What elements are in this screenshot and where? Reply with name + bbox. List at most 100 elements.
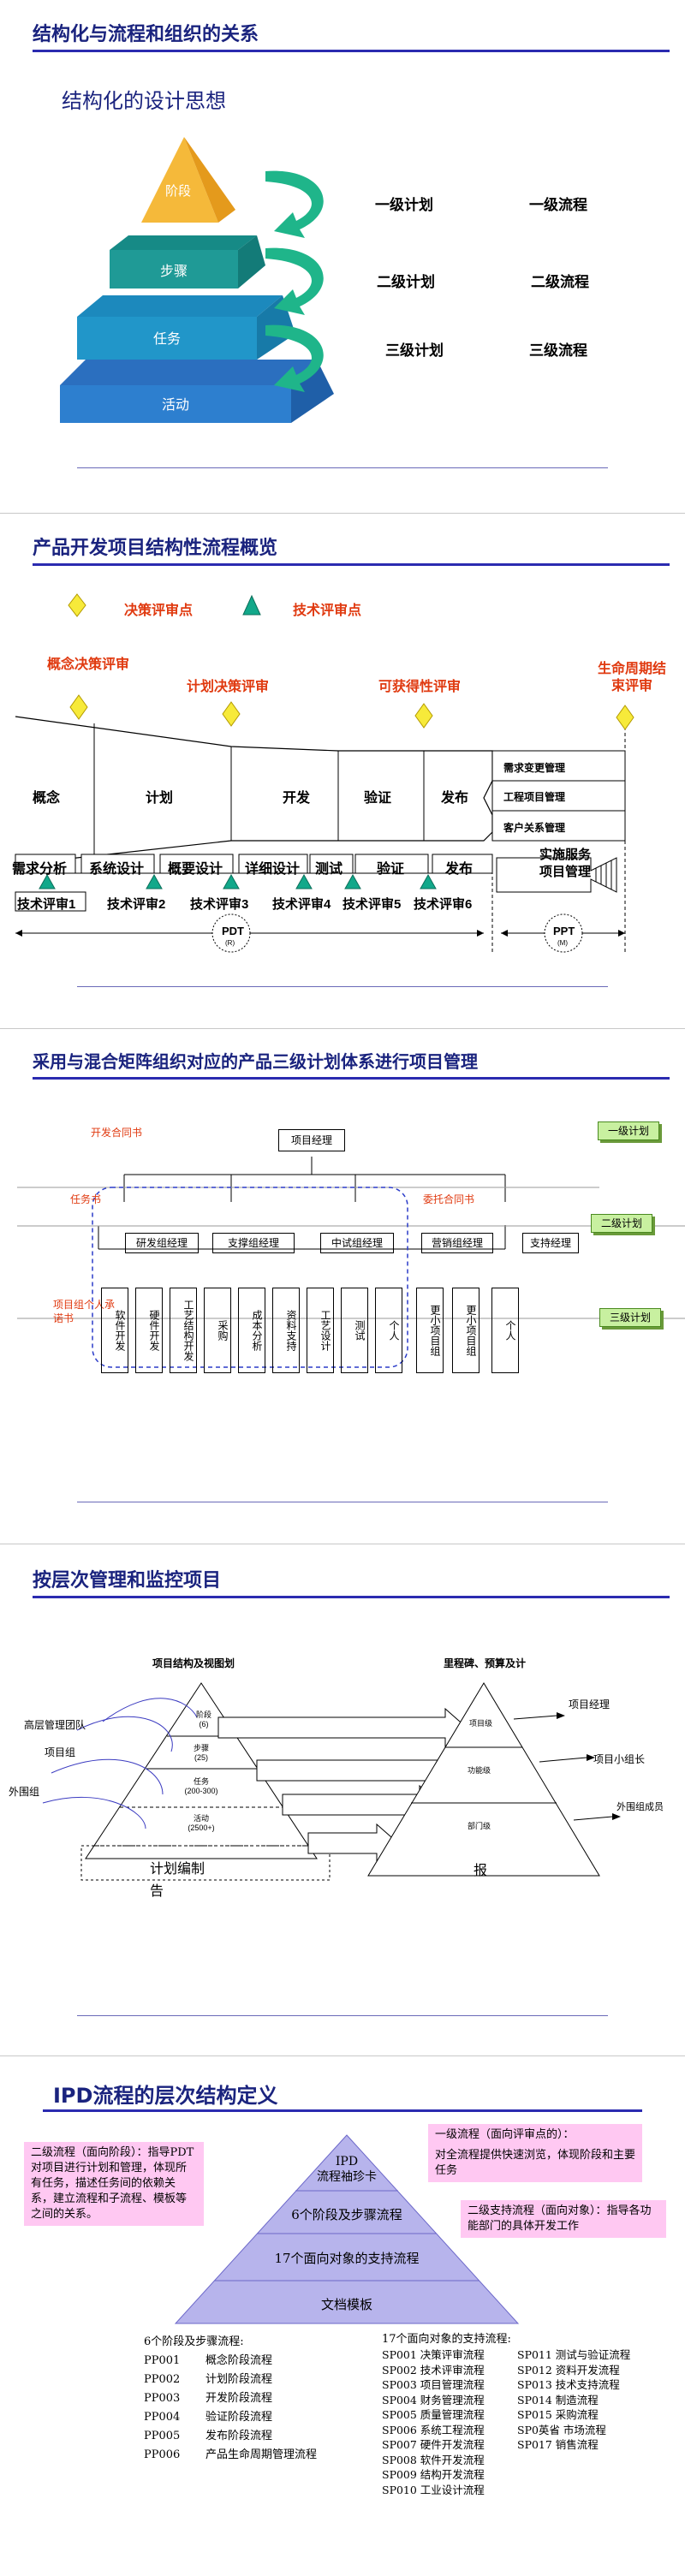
pyramid-level-support: 17个面向对象的支持流程 <box>274 2251 420 2266</box>
side-item-requirements: 需求变更管理 <box>503 762 566 774</box>
pdt-label: PDT <box>222 925 244 937</box>
tech-review-3: 技术评审3 <box>190 897 249 912</box>
tech-review-1: 技术评审1 <box>17 897 76 912</box>
flow-level-1: 一级流程 <box>529 197 587 213</box>
group-contract-label: 项目组个人承诺书 <box>53 1299 116 1324</box>
role-group-leader: 项目小组长 <box>593 1753 646 1765</box>
list-item <box>517 2453 656 2468</box>
pyramid-level-ipd: IPD 流程袖珍卡 <box>317 2155 377 2184</box>
curved-arrow-icon <box>265 324 324 392</box>
slide-title: 结构化与流程和组织的关系 <box>33 24 259 45</box>
legend-decision-diamond-icon <box>68 593 86 617</box>
tech-triangle-icon <box>146 873 163 889</box>
phase-plan: 计划 <box>146 791 174 806</box>
plan-level-3: 三级计划 <box>385 342 444 359</box>
slide-ipd-hierarchy: IPD流程的层次结构定义 IPD 流程袖珍卡 6个阶段及步骤流程 17个面向对象… <box>0 2058 685 2576</box>
note-primary-title: 一级流程（面向评审点的）： <box>435 2128 575 2141</box>
slide-process-overview: 产品开发项目结构性流程概览 决策评审点 技术评审点 概念决策评审 计划决策评审 … <box>0 515 685 1029</box>
right-level-dept: 部门级 <box>468 1822 491 1830</box>
right-level-project: 项目级 <box>469 1719 493 1728</box>
ppt-badge <box>544 913 583 953</box>
review-eol: 生命周期结束评审 <box>598 661 666 695</box>
slide-hierarchical-monitoring: 按层次管理和监控项目 项目结构及视图划 里程碑、预算及计 阶段(6) 步骤(25… <box>0 1546 685 2056</box>
flow-level-3: 三级流程 <box>529 342 587 359</box>
tech-review-6: 技术评审6 <box>414 897 473 912</box>
title-rule <box>33 1596 670 1598</box>
phase-release: 发布 <box>441 791 469 806</box>
tech-triangle-icon <box>39 873 56 889</box>
service-funnel <box>496 857 617 893</box>
pdt-sub-label: (R) <box>225 939 235 947</box>
member-box: 测试 <box>341 1288 368 1373</box>
list-item: SP005 质量管理流程 <box>382 2408 485 2421</box>
list-item: SP013 技术支持流程 <box>517 2378 620 2391</box>
member-box: 软件开发 <box>101 1288 128 1373</box>
slide-title: 按层次管理和监控项目 <box>33 1570 222 1591</box>
layer-activity-front <box>60 385 291 423</box>
step-detail-design: 详细设计 <box>245 862 301 877</box>
list-right-heading: 17个面向对象的支持流程: <box>382 2333 511 2346</box>
manager-support-group: 支撑组经理 <box>212 1233 295 1253</box>
tech-review-5: 技术评审5 <box>342 897 402 912</box>
arrow-right-icon <box>217 1707 468 1748</box>
layer-task <box>77 295 283 317</box>
decision-diamond-icon <box>616 705 634 730</box>
list-item: SP006 系统工程流程 <box>382 2423 485 2436</box>
task-book-label: 任务书 <box>70 1193 102 1205</box>
member-box: 成本分析 <box>238 1288 265 1373</box>
slide-title: 产品开发项目结构性流程概览 <box>33 538 278 559</box>
plan-level-1: 一级计划 <box>375 197 433 213</box>
footer-rule <box>77 467 608 468</box>
footer-rule <box>77 986 608 987</box>
member-box: 工艺设计 <box>307 1288 334 1373</box>
member-box: 更小项目组 <box>416 1288 444 1373</box>
layer-activity <box>60 360 317 385</box>
title-rule <box>33 563 670 566</box>
tech-triangle-icon <box>295 873 313 889</box>
phase-concept: 概念 <box>33 791 61 806</box>
list-item: SP010 工业设计流程 <box>382 2483 485 2496</box>
tech-review-4: 技术评审4 <box>272 897 331 912</box>
slide-structure-relations: 结构化与流程和组织的关系 结构化的设计思想 阶段 步骤 任务 活动 一级计划 二… <box>0 0 685 514</box>
slide-matrix-org: 采用与混合矩阵组织对应的产品三级计划体系进行项目管理 项目经理 开发合同书 任务… <box>0 1031 685 1544</box>
member-box: 资料支持 <box>272 1288 300 1373</box>
list-item: SP0英省 市场流程 <box>517 2423 606 2436</box>
side-item-engineering: 工程项目管理 <box>503 791 566 803</box>
legend-tech-label: 技术评审点 <box>293 604 362 618</box>
member-box: 个人 <box>375 1288 402 1373</box>
review-availability: 可获得性评审 <box>378 680 462 694</box>
list-item: SP012 资料开发流程 <box>517 2363 620 2377</box>
legend-tech-triangle-icon <box>242 594 261 616</box>
note-primary: 一级流程（面向评审点的）： 对全流程提供快速浏览，体现阶段和主要任务 <box>428 2124 642 2182</box>
process-flow-diagram <box>15 694 634 953</box>
list-item: SP015 采购流程 <box>517 2408 599 2421</box>
left-level-activity: 活动(2500+) <box>188 1814 215 1832</box>
manager-marketing: 营销组经理 <box>421 1233 493 1253</box>
right-pyramid <box>367 1682 600 1877</box>
layer-task-front <box>77 317 257 360</box>
layer-label-step: 步骤 <box>160 263 188 279</box>
left-heading: 项目结构及视图划 <box>152 1657 235 1669</box>
step-test: 测试 <box>315 862 343 877</box>
member-box: 个人 <box>491 1288 519 1373</box>
tech-review-2: 技术评审2 <box>107 897 166 912</box>
layer-label-activity: 活动 <box>162 396 189 413</box>
review-plan: 计划决策评审 <box>187 680 270 694</box>
feedback-arrows <box>265 170 324 392</box>
right-heading: 里程碑、预算及计 <box>444 1657 527 1669</box>
layer-phase <box>141 137 218 223</box>
note-secondary-support: 二级支持流程（面向对象）：指导各功能部门的具体开发工作 <box>461 2200 666 2238</box>
role-peripheral-team: 外围组 <box>9 1786 40 1798</box>
ppt-sub-label: (M) <box>557 939 568 947</box>
role-project-team: 项目组 <box>45 1746 76 1758</box>
step-system-design: 系统设计 <box>89 862 145 877</box>
left-level-task: 任务(200-300) <box>184 1777 218 1795</box>
pm-box: 项目经理 <box>278 1129 345 1151</box>
member-box: 硬件开发 <box>135 1288 163 1373</box>
tech-review-1-box <box>15 891 86 912</box>
decision-diamond-icon <box>222 701 241 727</box>
